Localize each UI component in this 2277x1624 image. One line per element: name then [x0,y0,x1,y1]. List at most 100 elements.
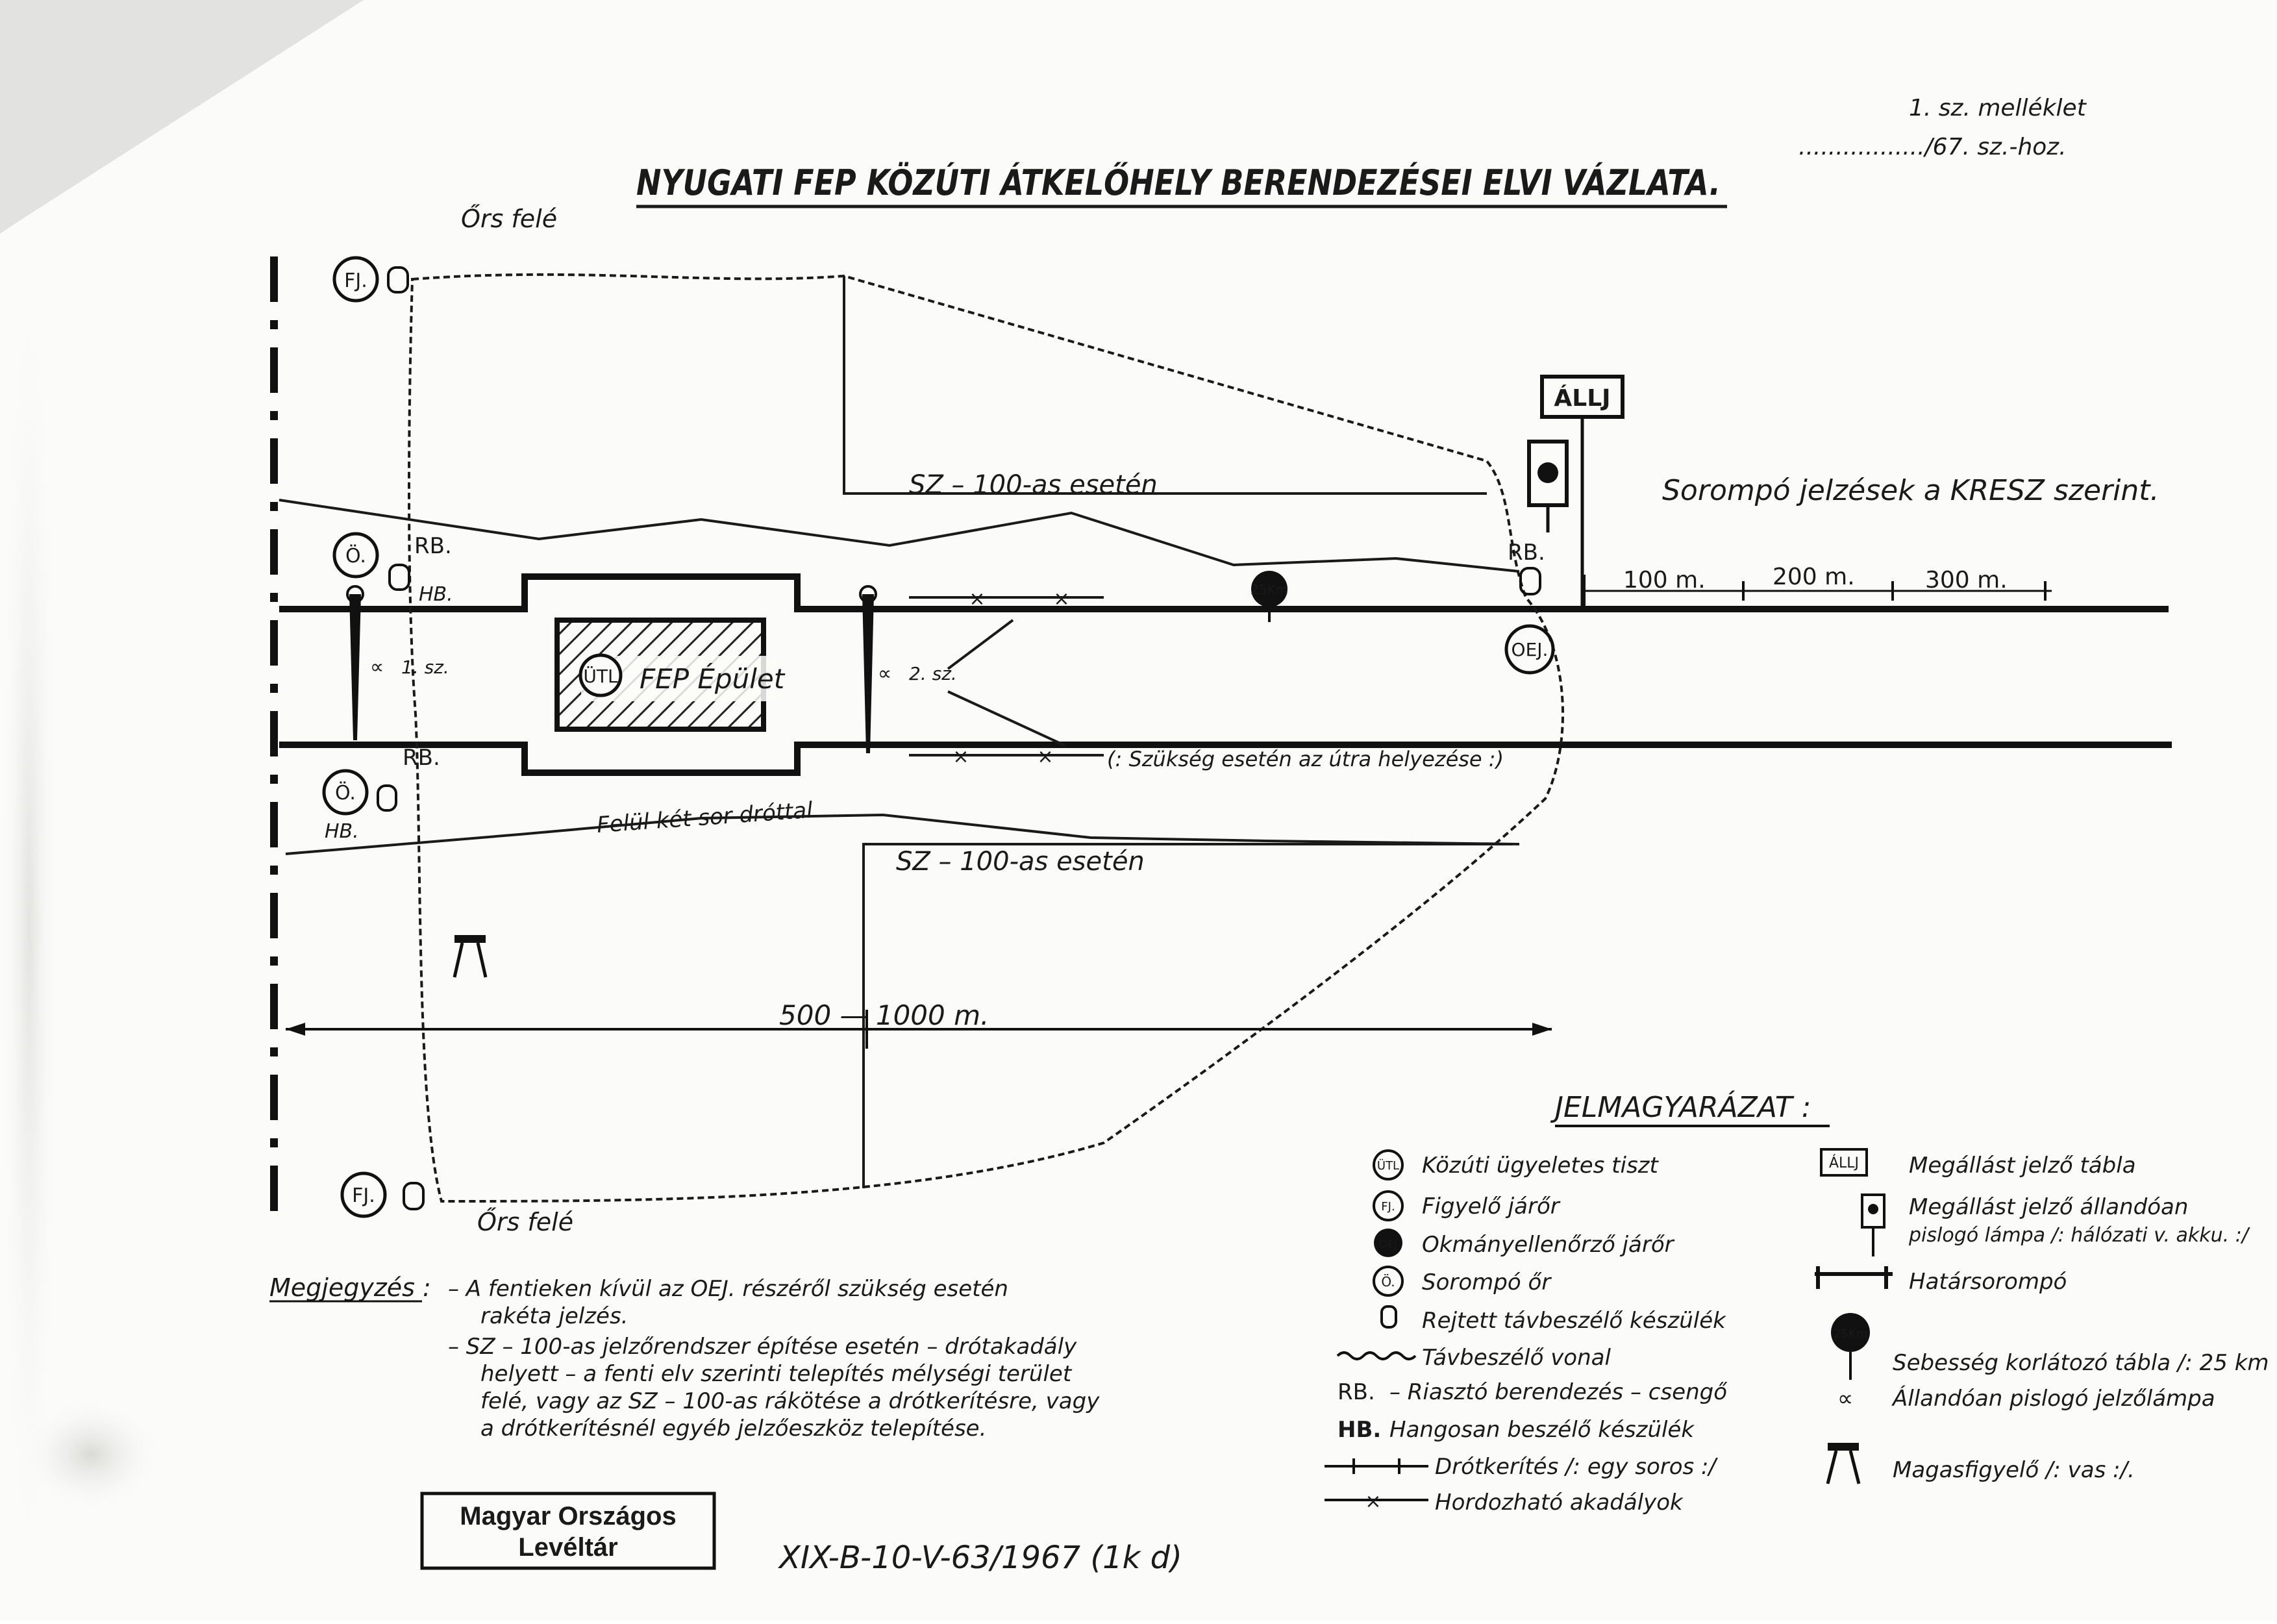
legend-hidden-phone-icon [1380,1305,1397,1329]
hb-top-label: HB. [419,583,453,606]
fep-building-label: FEP Épület [640,662,786,695]
svg-text:×: × [952,745,969,768]
legend-speed-text: Sebesség korlátozó tábla /: 25 km [1893,1350,2269,1376]
notes-line4: helyett – a fenti elv szerinti telepítés… [480,1361,1073,1387]
notes-line5: felé, vagy az SZ – 100-as rákötése a dró… [480,1388,1100,1414]
legend-utl-icon [1373,1149,1404,1181]
speed-sign-road [1251,571,1288,607]
sz100-bottom-label: SZ – 100-as esetén [896,847,1145,877]
o-bottom-label: Ö. [335,781,356,805]
telephone-line [408,273,1565,1203]
arrow-head-right [1532,1023,1552,1036]
legend-fj-icon [1373,1190,1404,1221]
legend-hb-text: Hangosan beszélő készülék [1389,1417,1695,1443]
notes-line3: – SZ – 100-as jelzőrendszer építése eset… [448,1334,1077,1360]
sz100-top-label: SZ – 100-as esetén [909,470,1158,500]
barrier-2 [859,585,877,753]
legend-rb-text: – Riasztó berendezés – csengő [1389,1379,1728,1405]
distance-100-label: 100 m. [1623,567,1706,593]
notes-line6: a drótkerítésnél egyéb jelzőeszköz telep… [480,1416,986,1442]
notes-label: Megjegyzés : [269,1273,431,1302]
legend-o-sym: Ö. [1381,1274,1395,1290]
legend-right: ÁLLJ Megállást jelző tábla Megállást jel… [1815,1148,2269,1484]
ors-fele-top: Őrs felé [461,205,557,233]
legend-fence-text: Drótkerítés /: egy soros :/ [1435,1454,1719,1480]
o-bottom-symbol [322,769,369,816]
road [279,573,2172,776]
legend-speed-sign-sym: 25Km [1834,1327,1867,1341]
portable-obstacles-top: × × [909,588,1104,610]
legend-fj-sym: FJ. [1381,1200,1395,1214]
legend-oej-text: Okmányellenőrző járőr [1422,1232,1675,1258]
fj-bottom-label: FJ. [352,1184,375,1207]
felul-ket-sor-label: Felül két sor dróttal [596,797,814,838]
legend-o-text: Sorompó őr [1422,1269,1552,1295]
distance-500-1000-label: 500 — 1000 m. [779,999,989,1031]
lamp-1-label: 1. sz. [401,656,449,678]
blinking-stop-lamp-light [1537,462,1558,483]
legend-left: ÜTL Közúti ügyeletes tiszt FJ. Figyelő j… [1325,1149,1728,1516]
portable-obstacles-bottom: × × [909,745,1104,768]
distance-200-label: 200 m. [1773,564,1855,590]
legend-watchtower-text: Magasfigyelő /: vas :/. [1893,1457,2135,1483]
oej-symbol [1504,624,1555,675]
o-top-symbol [332,532,379,579]
notes-block: Megjegyzés : – A fentieken kívül az OEJ.… [269,1273,1100,1442]
fj-bottom-symbol [340,1171,387,1218]
fj-top-label: FJ. [344,269,367,292]
barrier-1 [346,585,364,740]
legend-allj-icon [1820,1148,1868,1177]
legend-o-icon [1373,1266,1404,1297]
utl-officer-symbol [579,653,623,697]
need-note-label: (: Szükség esetén az útra helyezése :) [1107,747,1504,771]
legend-hb-sym: HB. [1338,1417,1381,1443]
legend-lamp-light [1868,1204,1878,1214]
svg-text:×: × [1053,588,1069,610]
blinker-lamp-1-symbol: ∝ [370,656,384,679]
hidden-phone-o-bottom-icon [377,784,397,812]
legend-utl-text: Közúti ügyeletes tiszt [1422,1153,1660,1179]
hidden-phone-top-icon [387,266,409,294]
edge-shadow [0,234,58,1621]
legend-barrier-text: Határsorompó [1909,1269,2067,1295]
archive-stamp-line1: Magyar Országos [460,1502,676,1530]
sarampo-jelzesek-label: Sorompó jelzések a KRESZ szerint. [1662,474,2159,507]
archive-stamp [420,1492,716,1570]
arrow-to-lamp-bottom [947,690,1065,747]
legend-lamp-text2: pislogó lámpa /: hálózati v. akku. :/ [1908,1224,2250,1247]
sz100-line-top [843,276,1487,495]
legend-phone-line-text: Távbeszélő vonal [1422,1345,1611,1371]
legend-obstacle-text: Hordozható akadályok [1435,1490,1684,1516]
legend-obstacle-mark: × [1365,1490,1381,1513]
lamp-2-label: 2. sz. [909,663,957,684]
archive-reference: XIX-B-10-V-63/1967 (1k d) [777,1540,1182,1576]
legend-title: JELMAGYARÁZAT : [1550,1090,1811,1124]
page-title: NYUGATI FEP KÖZÚTI ÁTKELŐHELY BERENDEZÉS… [636,162,1721,203]
page-fold-corner [0,0,364,234]
allj-label: ÁLLJ [1554,384,1610,412]
hidden-phone-o-top-icon [388,564,410,591]
fj-top-symbol [332,256,379,303]
legend-fj-text: Figyelő járőr [1422,1193,1561,1219]
o-top-label: Ö. [345,544,366,568]
legend-allj-text: Megállást jelző tábla [1909,1153,2136,1179]
utl-label: ÜTL [583,665,618,687]
legend-utl-sym: ÜTL [1377,1158,1399,1173]
svg-text:×: × [1037,745,1053,768]
notes-line1: – A fentieken kívül az OEJ. részéről szü… [448,1276,1008,1302]
arrow-head-left [286,1023,305,1036]
ors-fele-bottom: Őrs felé [477,1208,573,1236]
speed-sign-road-label: 25Km [1250,582,1288,597]
wire-fence-top [279,499,1520,573]
oej-label: OEJ. [1512,639,1549,660]
legend-oej-icon [1374,1229,1402,1257]
archive-stamp-line2: Levéltár [518,1533,617,1562]
annex-line1: 1. sz. melléklet [1909,95,2087,121]
notes-line2: rakéta jelzés. [480,1303,628,1329]
hidden-phone-right-icon [1519,567,1541,595]
watchtower-icon [453,935,488,978]
legend-watchtower-icon [1828,1443,1859,1451]
hidden-phone-bottom-icon [403,1182,425,1210]
